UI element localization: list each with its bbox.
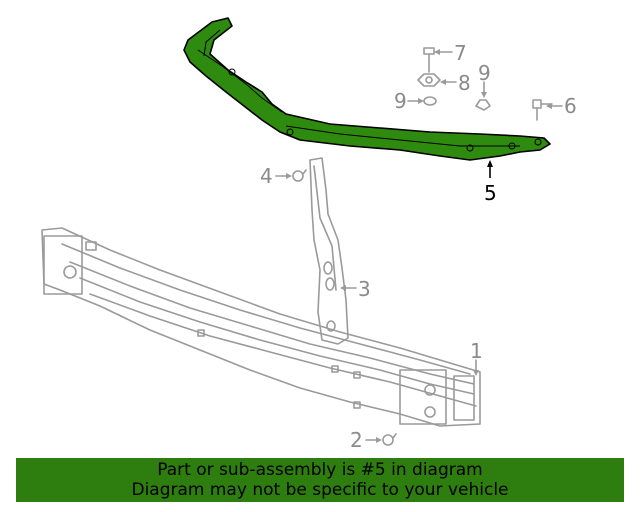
banner-line-1: Part or sub-assembly is #5 in diagram (157, 460, 483, 480)
callout-9-right: 9 (478, 61, 491, 85)
part-2-clip[interactable] (382, 433, 397, 446)
part-9-clip-left[interactable] (423, 96, 437, 106)
callout-9-left: 9 (394, 89, 407, 113)
callout-1: 1 (470, 339, 483, 363)
part-4-clip[interactable] (292, 169, 307, 182)
part-9-clip-right[interactable] (475, 99, 491, 111)
callout-7: 7 (454, 41, 467, 65)
part-8-nut[interactable] (417, 73, 441, 87)
banner-line-2: Diagram may not be specific to your vehi… (131, 480, 509, 500)
parts-diagram: 7 8 9 9 6 5 4 3 1 2 (41, 17, 577, 452)
callout-6: 6 (564, 94, 577, 118)
info-banner: Part or sub-assembly is #5 in diagram Di… (16, 458, 624, 502)
leader-lines (275, 49, 563, 443)
callout-5: 5 (484, 181, 497, 205)
callout-2: 2 (350, 428, 363, 452)
part-5-upper-tie-bar[interactable] (183, 17, 551, 161)
part-6-bolt[interactable] (532, 99, 553, 121)
part-1-impact-bar[interactable] (41, 227, 481, 427)
part-7-bolt[interactable] (423, 47, 435, 73)
callout-8: 8 (458, 71, 471, 95)
callout-3: 3 (358, 277, 371, 301)
callout-4: 4 (260, 164, 273, 188)
part-3-vertical-brace[interactable] (309, 157, 349, 345)
